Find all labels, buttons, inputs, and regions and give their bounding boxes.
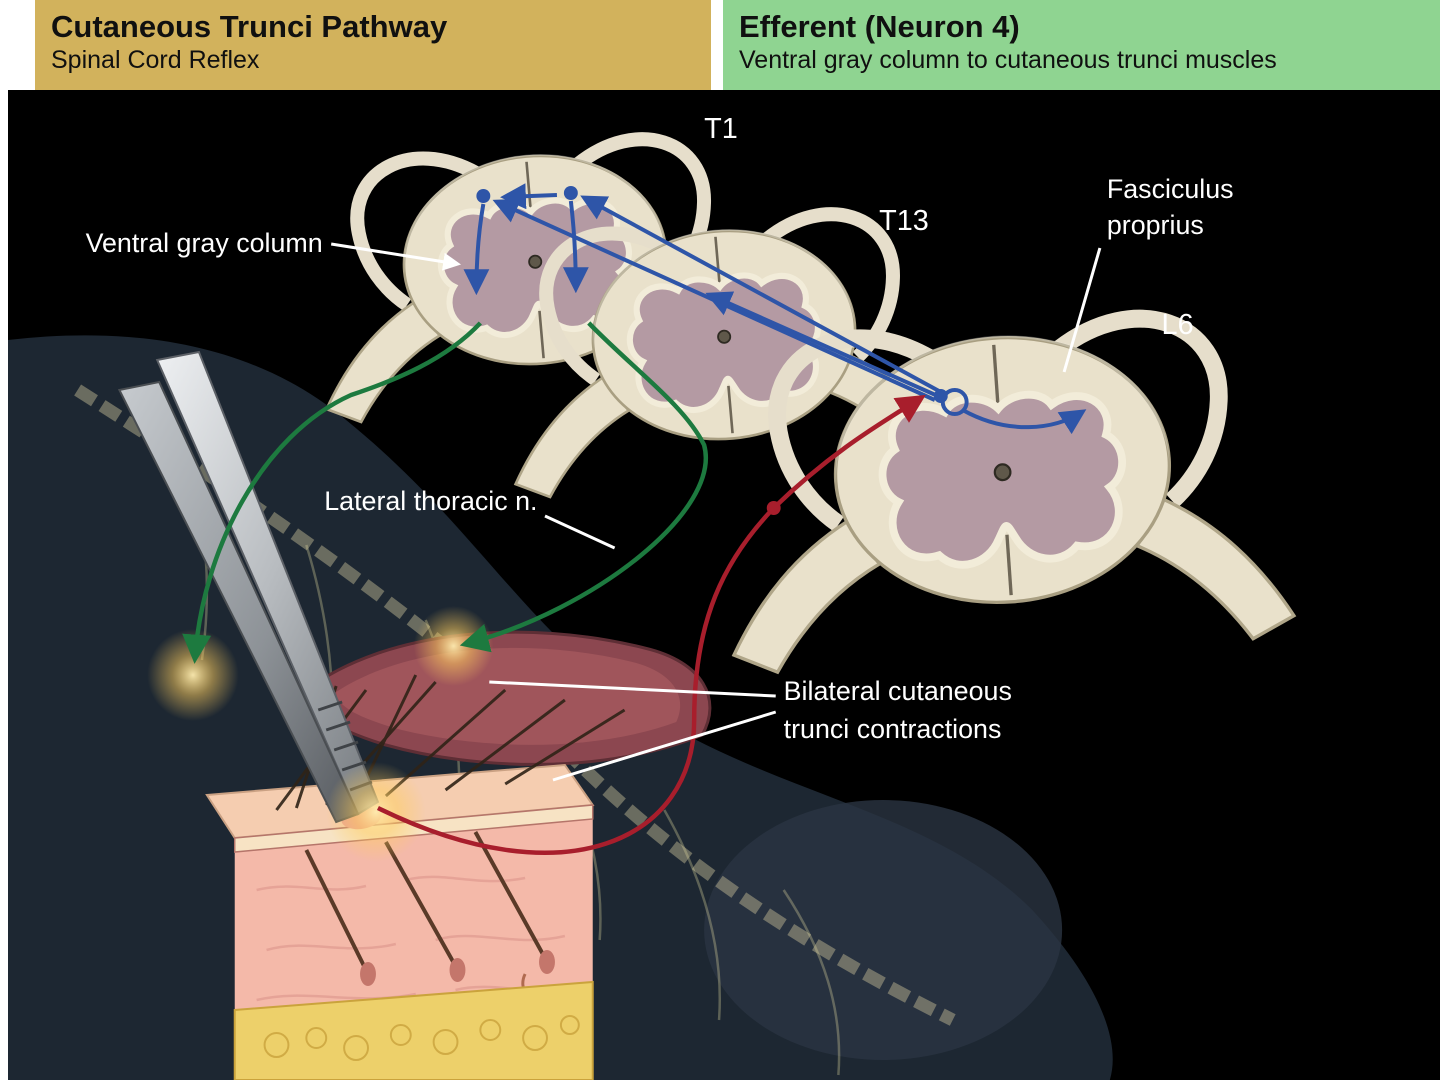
ascending-fiber-1	[580, 195, 942, 394]
to-ventral-horn-right	[562, 200, 589, 294]
afferent-fiber	[376, 394, 926, 855]
fasciculus-loop	[940, 388, 969, 416]
lateral-thoracic-leader-line	[544, 514, 616, 550]
efferent-fiber-left	[182, 321, 482, 664]
fasciculus-proprius-label-2: proprius	[1107, 210, 1204, 240]
segment-label-t1: T1	[704, 113, 738, 145]
page-title: Cutaneous Trunci Pathway	[51, 9, 448, 44]
annotations: T1 T13 L6 Ventral gray column Fasciculus…	[86, 113, 1234, 782]
fasciculus-proprius-pathway	[463, 183, 1087, 435]
synapse-dot-t1-right	[563, 186, 578, 200]
to-ventral-horn-left	[463, 203, 490, 296]
bilateral-contractions-label-1: Bilateral cutaneous	[784, 676, 1012, 706]
illustration-stage: T1 T13 L6 Ventral gray column Fasciculus…	[8, 90, 1440, 1080]
muscle-twitch-glow	[413, 606, 494, 686]
subcutaneous-fat-layer	[233, 980, 594, 1080]
segment-label-l6: L6	[1162, 309, 1194, 341]
bilateral-contractions-label-2: trunci contractions	[784, 714, 1002, 744]
ventral-gray-leader-line	[330, 242, 462, 271]
efferent-fiber-right	[459, 321, 708, 653]
shoulder-twitch-glow	[147, 629, 239, 721]
stage-subtitle: Ventral gray column to cutaneous trunci …	[739, 46, 1277, 75]
fasciculus-proprius-label-1: Fasciculus	[1107, 174, 1234, 204]
header-bar: Cutaneous Trunci Pathway Spinal Cord Ref…	[0, 0, 1440, 90]
bilateral-leader-line-1	[489, 680, 776, 698]
fat-lobules	[263, 1015, 580, 1061]
afferent-pathway	[376, 394, 926, 855]
cord-section-l6	[713, 309, 1296, 675]
pathway-diagram: T1 T13 L6 Ventral gray column Fasciculus…	[8, 113, 1440, 1080]
cutaneous-trunci-muscle	[304, 630, 712, 766]
hair-follicles	[304, 831, 555, 1051]
fasciculus-leader-line	[1062, 247, 1102, 373]
efferent-pathway	[182, 321, 708, 664]
bilateral-leader-line-2	[552, 710, 777, 782]
commissural-arrow	[500, 183, 558, 210]
pinch-site-glow	[326, 762, 426, 862]
crossing-fiber-l6	[961, 408, 1087, 435]
page-subtitle: Spinal Cord Reflex	[51, 46, 260, 75]
segment-label-t13: T13	[879, 205, 929, 237]
afferent-soma-dot	[766, 501, 781, 515]
title-panel: Cutaneous Trunci Pathway Spinal Cord Ref…	[35, 0, 711, 90]
synapse-dot-t1-left	[476, 189, 491, 203]
ventral-gray-column-label: Ventral gray column	[86, 228, 323, 258]
skin-block	[205, 674, 626, 1080]
stage-panel: Efferent (Neuron 4) Ventral gray column …	[723, 0, 1440, 90]
ascending-fiber-t13	[705, 291, 939, 398]
lateral-thoracic-label: Lateral thoracic n.	[324, 486, 537, 516]
stage-title: Efferent (Neuron 4)	[739, 9, 1020, 44]
